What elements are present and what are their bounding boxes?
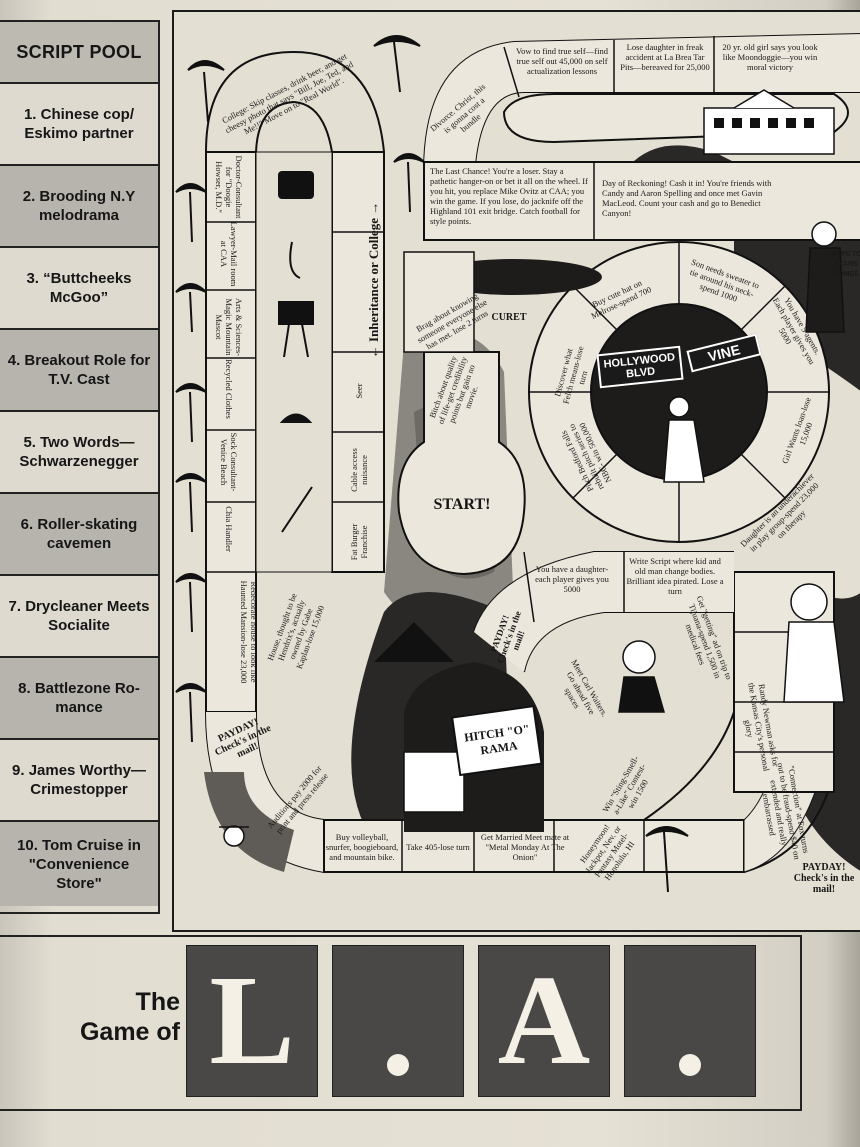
square-reckoning: Day of Reckoning! Cash it in! You're fri…	[602, 178, 772, 218]
square-seer: Seer	[354, 383, 364, 399]
script-pool-item: 4. Breakout Role for T.V. Cast	[0, 330, 158, 412]
maps-sign: MAPS TO STARS HOMES	[830, 251, 860, 278]
square-vow: Vow to find true self—find true self out…	[516, 46, 608, 76]
script-pool-item: 6. Roller-skating cavemen	[0, 494, 158, 576]
character-drawings	[219, 221, 845, 847]
title-line-1: The	[135, 988, 180, 1016]
script-pool-item: 8. Battlezone Ro- mance	[0, 658, 158, 740]
game-board: College: Skip classes, drink beer, and g…	[172, 10, 860, 932]
square-sock: Sock Consultant-Venice Beach	[219, 432, 239, 492]
dot-tile-2	[624, 945, 756, 1097]
script-pool-item: 10. Tom Cruise in "Convenience Store"	[0, 822, 158, 906]
script-pool-item: 5. Two Words— Schwarzenegger	[0, 412, 158, 494]
curet-label: CURET	[491, 312, 527, 323]
square-recycled: Recycled Clothes	[224, 359, 234, 419]
script-pool: SCRIPT POOL 1. Chinese cop/ Eskimo partn…	[0, 20, 160, 914]
script-pool-item: 7. Drycleaner Meets Socialite	[0, 576, 158, 658]
letter-tile-a: A	[478, 945, 610, 1097]
square-lose-daughter: Lose daughter in freak accident at La Br…	[620, 42, 710, 72]
hitch-house-drawing	[374, 622, 544, 832]
game-title-text: The Game of	[40, 987, 180, 1047]
square-doctor: Doctor-Consultant for "Doogie Howser, M.…	[214, 155, 244, 219]
board-artwork	[175, 33, 860, 893]
tile-letter: L	[209, 949, 295, 1091]
square-old-girl: 20 yr. old girl says you look like Moond…	[722, 42, 818, 72]
payday-square-right: PAYDAY! Check's in the mail!	[793, 862, 855, 895]
script-pool-item: 9. James Worthy— Crimestopper	[0, 740, 158, 822]
square-last-chance: The Last Chance! You're a loser. Stay a …	[430, 166, 588, 226]
tile-dot	[387, 1054, 409, 1076]
script-pool-item: 1. Chinese cop/ Eskimo partner	[0, 84, 158, 166]
square-cable: Cable access nuisance	[349, 448, 369, 492]
square-volleyball: Buy volleyball, snurfer, boogieboard, an…	[325, 832, 399, 862]
square-write-script: Write Script where kid and old man chang…	[626, 556, 724, 596]
square-arts: Arts & Sciences-Magic Mountain Mascot	[214, 297, 244, 357]
mansion-drawing	[703, 89, 835, 155]
square-redecorate: Redecorate house to look like Haunted Ma…	[239, 580, 259, 684]
lane-icons	[278, 171, 314, 533]
script-pool-heading: SCRIPT POOL	[0, 22, 158, 84]
title-line-2: Game of	[79, 1018, 180, 1046]
title-strip: The Game of L A	[0, 935, 802, 1111]
script-pool-item: 2. Brooding N.Y melodrama	[0, 166, 158, 248]
start-label: START!	[433, 496, 491, 513]
square-daughter-each: You have a daughter-each player gives yo…	[535, 564, 609, 594]
square-married: Get Married Meet mate at "Metal Monday A…	[480, 832, 570, 862]
tile-dot	[679, 1054, 701, 1076]
square-lawyer: Lawyer-Mail room at CAA	[219, 221, 239, 287]
dot-tile-1	[332, 945, 464, 1097]
tile-letter: A	[497, 949, 591, 1091]
square-chia: Chia Handler	[224, 506, 234, 552]
square-take405: Take 405-lose turn	[406, 842, 470, 852]
letter-tile-l: L	[186, 945, 318, 1097]
inheritance-label: ← Inheritance or College →	[366, 201, 381, 359]
script-pool-item: 3. “Buttcheeks McGoo”	[0, 248, 158, 330]
square-fatburger: Fat Burger Franchise	[349, 523, 369, 561]
